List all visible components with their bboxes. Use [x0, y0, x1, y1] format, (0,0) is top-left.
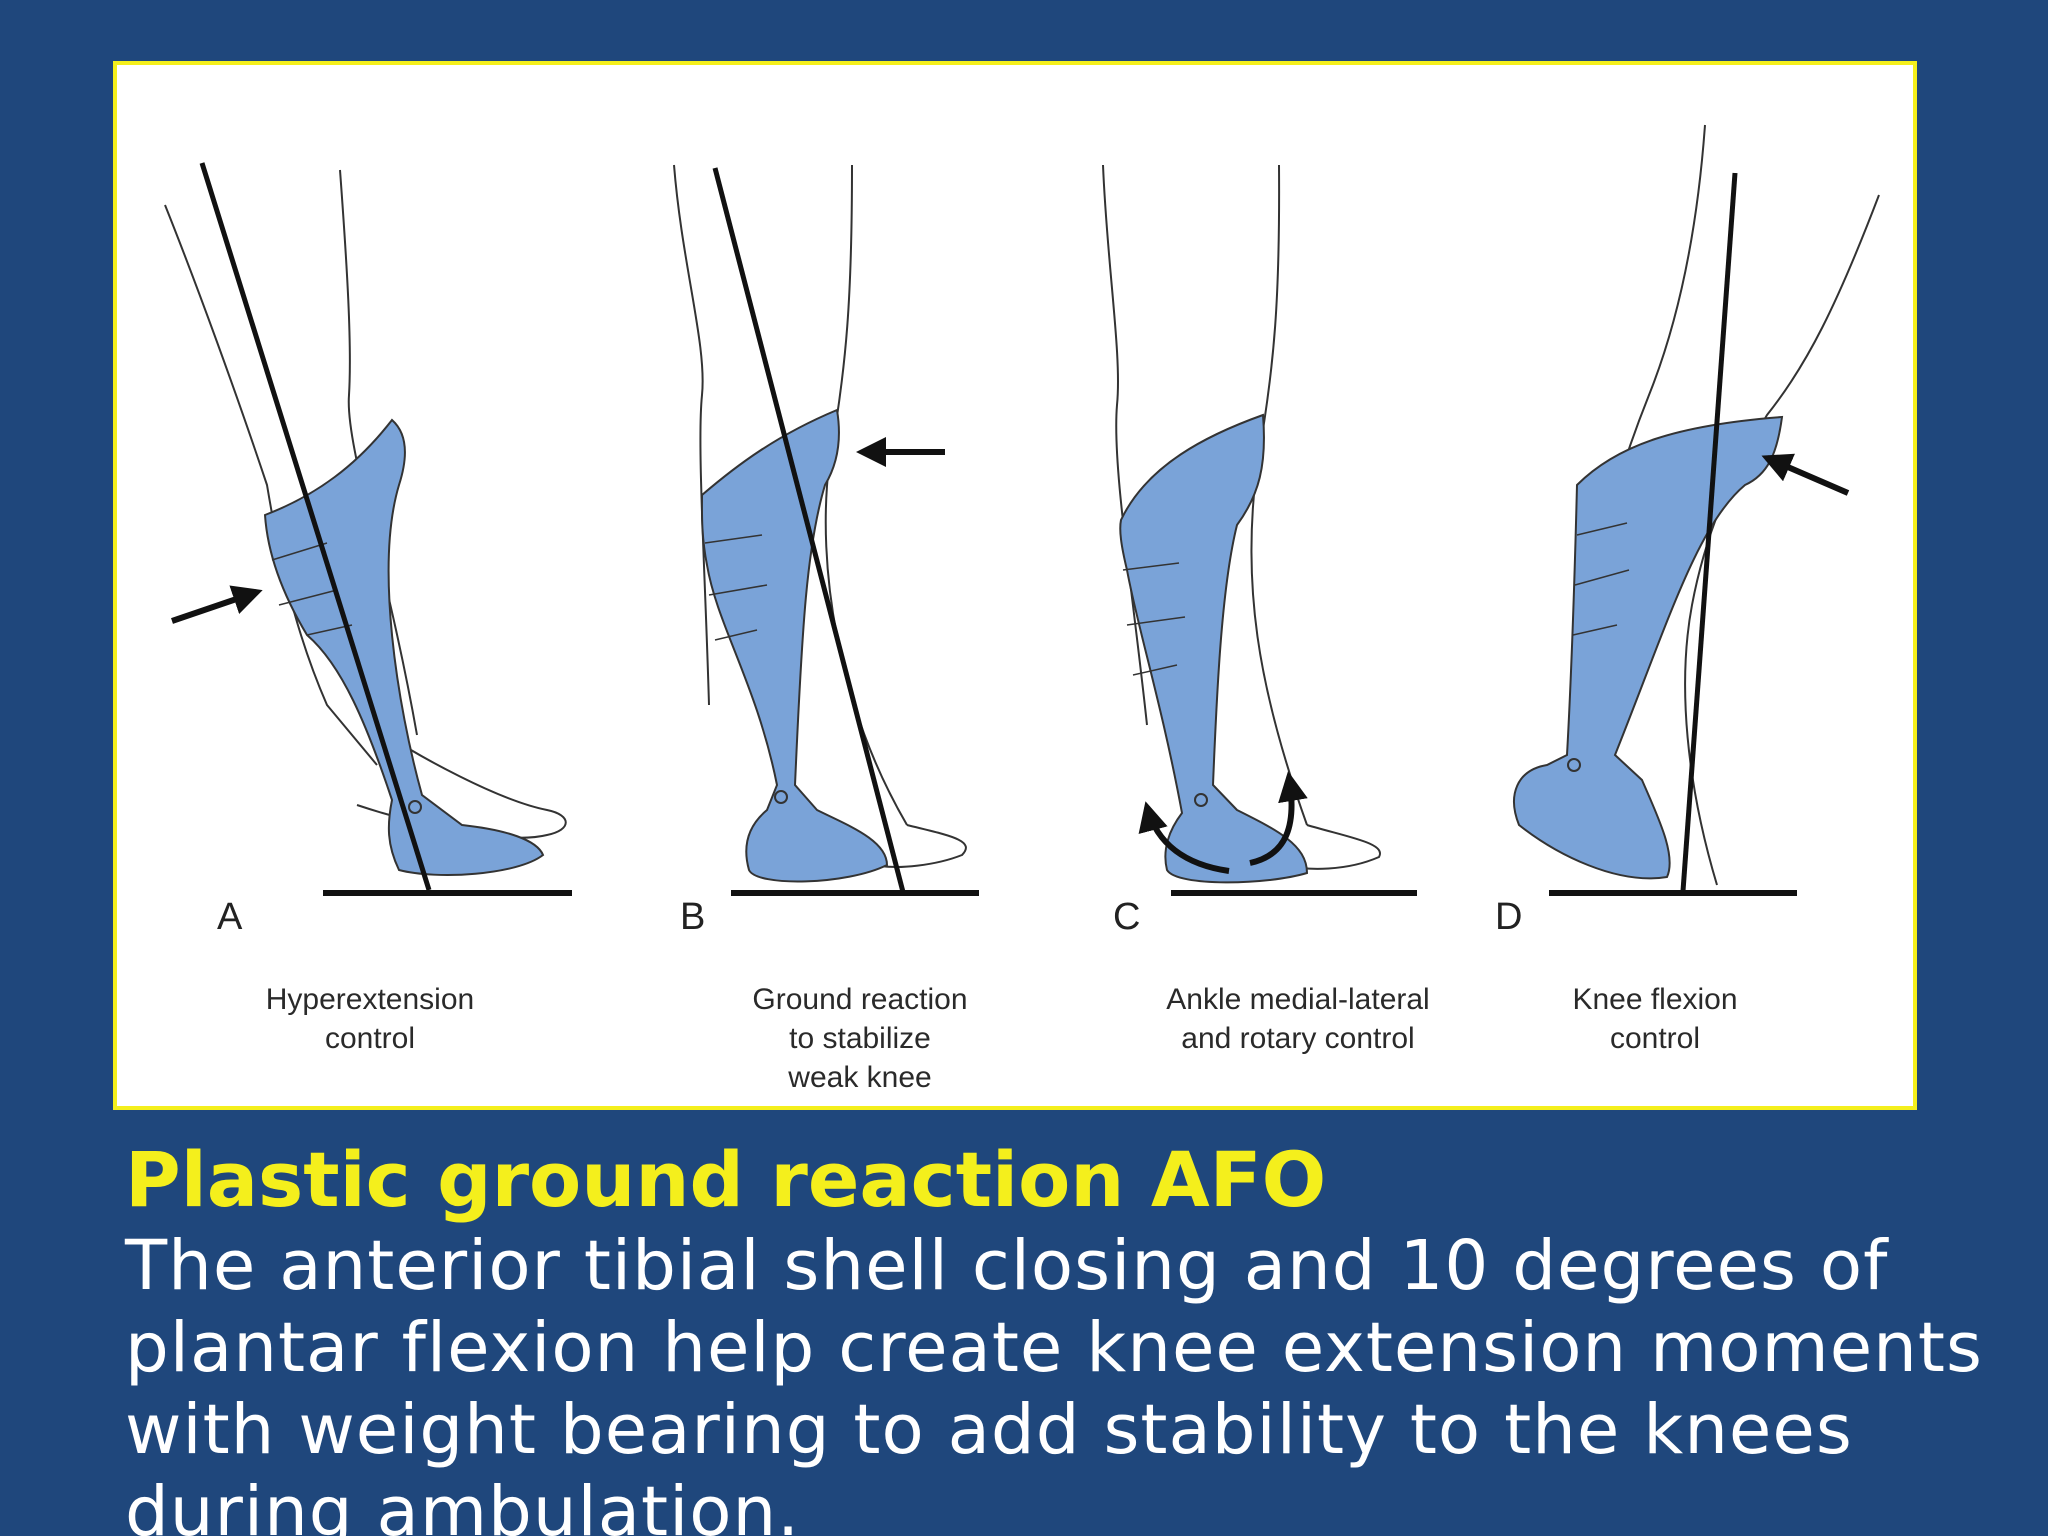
panel-d-caption-line-2: control	[1610, 1022, 1700, 1055]
slide-body-line-2: plantar flexion help create knee extensi…	[125, 1308, 1983, 1388]
panel-c-caption-line-1: Ankle medial-lateral	[1166, 983, 1429, 1016]
panel-c-caption-line-2: and rotary control	[1181, 1022, 1414, 1055]
slide-body-line-4: during ambulation.	[125, 1472, 801, 1536]
panel-d-caption-line-1: Knee flexion	[1572, 983, 1737, 1016]
panel-b-caption-line-2: to stabilize	[789, 1022, 931, 1055]
figure-panel: A B C D Hyperextension control Ground re…	[113, 61, 1917, 1110]
slide-heading: Plastic ground reaction AFO	[125, 1135, 1327, 1224]
panel-b-letter: B	[680, 896, 705, 938]
panel-a-caption-line-1: Hyperextension	[266, 983, 474, 1016]
panel-a-letter: A	[217, 896, 243, 938]
afo-diagram: A B C D Hyperextension control Ground re…	[164, 124, 1880, 1094]
panel-b-caption-line-1: Ground reaction	[752, 983, 967, 1016]
panel-d-letter: D	[1495, 896, 1522, 938]
panel-a-caption-line-2: control	[325, 1022, 415, 1055]
panel-b-caption-line-3: weak knee	[787, 1061, 931, 1094]
panel-d-illustration	[1513, 124, 1880, 896]
panel-c-illustration	[1102, 164, 1417, 896]
slide-body-line-3: with weight bearing to add stability to …	[125, 1390, 1853, 1470]
slide-body-line-1: The anterior tibial shell closing and 10…	[125, 1226, 1889, 1306]
slide-body-text: The anterior tibial shell closing and 10…	[125, 1225, 2025, 1536]
panel-a-illustration	[164, 162, 572, 896]
panel-b-illustration	[673, 164, 979, 896]
panel-c-letter: C	[1113, 896, 1140, 938]
